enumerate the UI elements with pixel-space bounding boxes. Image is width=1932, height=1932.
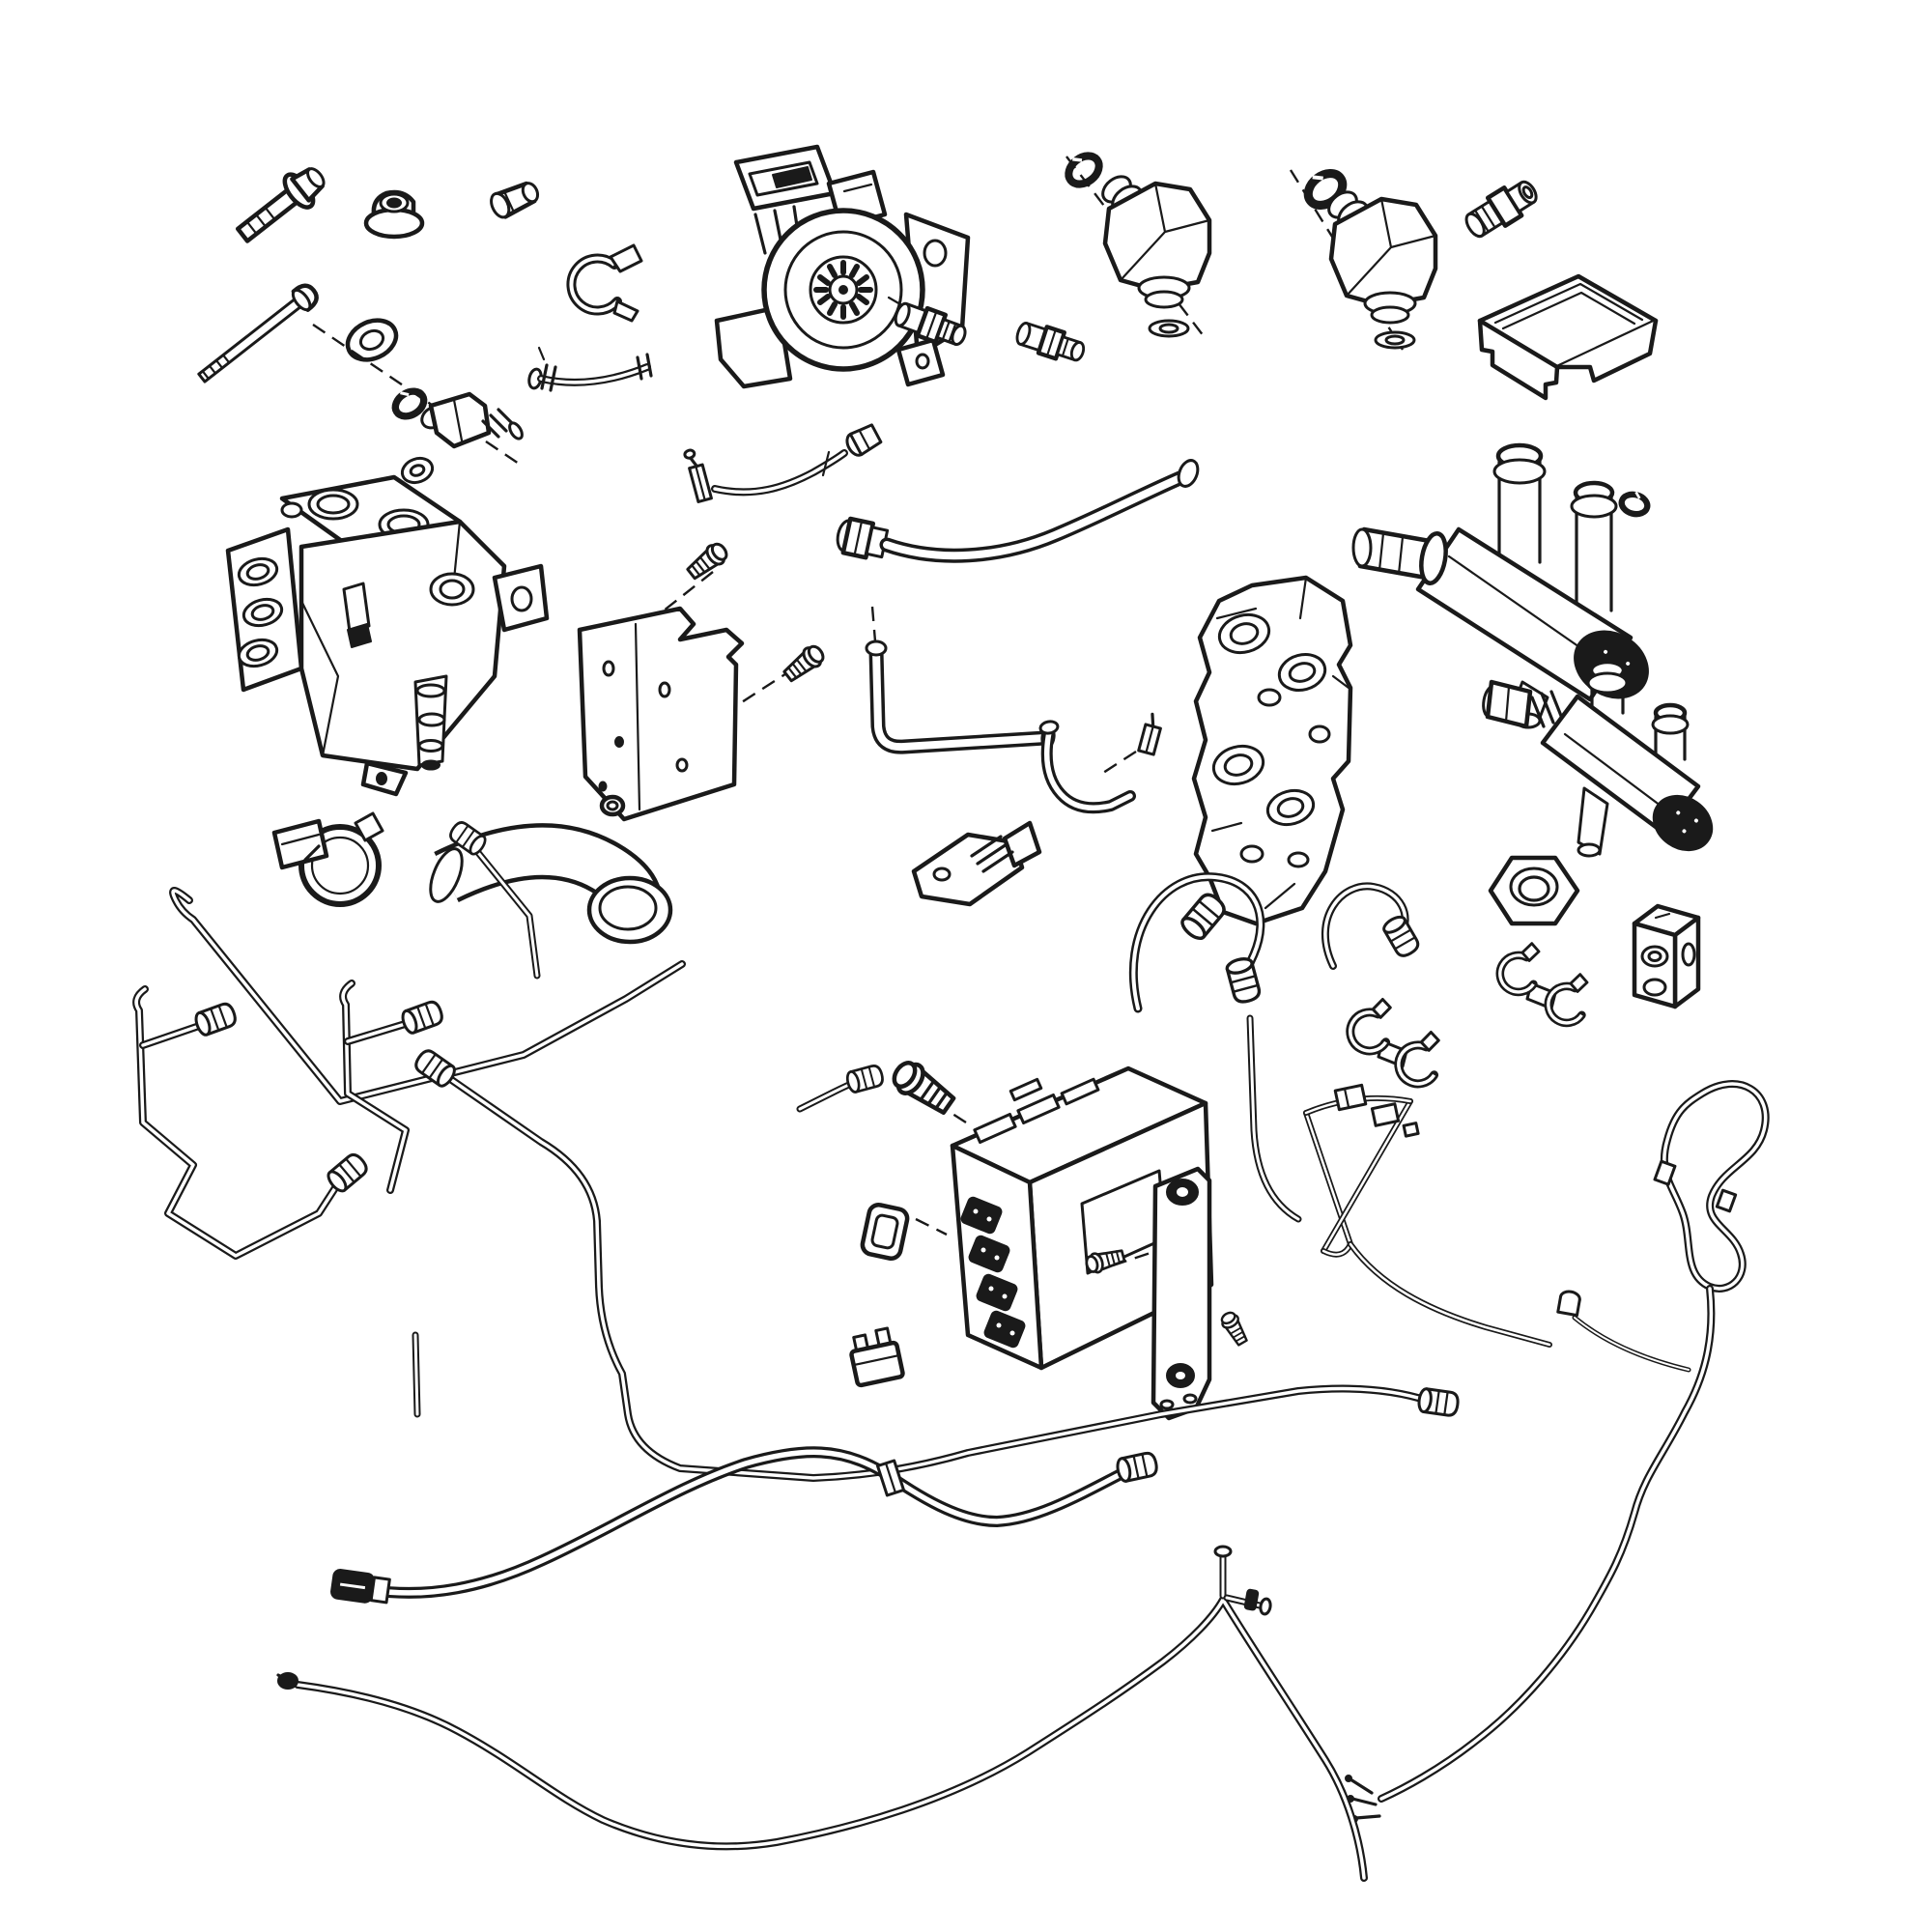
elbow-fitting-1 bbox=[1061, 148, 1212, 338]
ecu-module bbox=[915, 1065, 1214, 1371]
pump-assembly bbox=[714, 144, 971, 389]
fuel-line-1 bbox=[169, 887, 686, 1105]
screw-small bbox=[1217, 1308, 1252, 1349]
hex-nut bbox=[1488, 855, 1580, 926]
mounting-plate bbox=[577, 538, 829, 822]
fitting-check-b bbox=[1015, 322, 1086, 362]
ecu-fuse bbox=[849, 1326, 905, 1388]
outlet-fitting bbox=[1482, 659, 1714, 858]
clamp-block bbox=[1632, 903, 1701, 1009]
elbow-fitting-2 bbox=[1289, 164, 1438, 351]
hose-main bbox=[836, 459, 1200, 563]
fitting-check-a bbox=[887, 296, 967, 347]
harness-right bbox=[1345, 1080, 1770, 1823]
fuel-line-3 bbox=[339, 980, 446, 1194]
tube-clip-pair-1 bbox=[1495, 943, 1593, 1026]
clamp-ring bbox=[271, 811, 384, 907]
fuel-line-7 bbox=[1246, 1014, 1302, 1223]
hose-small-upper bbox=[527, 346, 653, 392]
fuel-pipe-loop-1 bbox=[1128, 872, 1265, 1013]
ecu-grommet bbox=[860, 1203, 910, 1261]
control-valve bbox=[225, 474, 550, 797]
ecu-bolt bbox=[889, 1057, 958, 1119]
bolt-flange-short bbox=[235, 167, 326, 243]
valve-manifold bbox=[1191, 575, 1353, 926]
bolt-long bbox=[197, 283, 319, 384]
ecu-screw bbox=[1083, 1245, 1154, 1276]
hose-elbow bbox=[865, 606, 1056, 754]
ecu-bracket bbox=[1151, 1166, 1212, 1421]
hose-clamped-small bbox=[683, 423, 883, 503]
fuel-line-5 bbox=[412, 818, 541, 1418]
fuel-hose-supply bbox=[330, 1446, 1160, 1605]
fuel-pipe-loop-2 bbox=[1321, 882, 1423, 970]
fuel-line-4 bbox=[411, 1045, 1462, 1482]
clamp-bracket-flat bbox=[911, 820, 1042, 907]
fuel-line-8 bbox=[796, 1063, 886, 1113]
washer-flat bbox=[345, 318, 399, 362]
tube-clip-pair-2 bbox=[1345, 998, 1447, 1087]
plug-cap bbox=[490, 181, 540, 219]
sensor-fitting bbox=[312, 324, 524, 485]
fuel-line-2 bbox=[132, 985, 372, 1260]
fitting-straight-small bbox=[1464, 180, 1538, 239]
cover-bracket bbox=[1477, 273, 1659, 401]
clip-retainer bbox=[566, 243, 643, 323]
hose-short-elbow bbox=[1038, 712, 1162, 814]
nut-flange bbox=[363, 189, 425, 240]
harness-left bbox=[1303, 1083, 1691, 1373]
fuel-line-6 bbox=[276, 1545, 1368, 1882]
o-ring-small bbox=[1619, 489, 1650, 517]
tube-intake bbox=[429, 823, 673, 945]
